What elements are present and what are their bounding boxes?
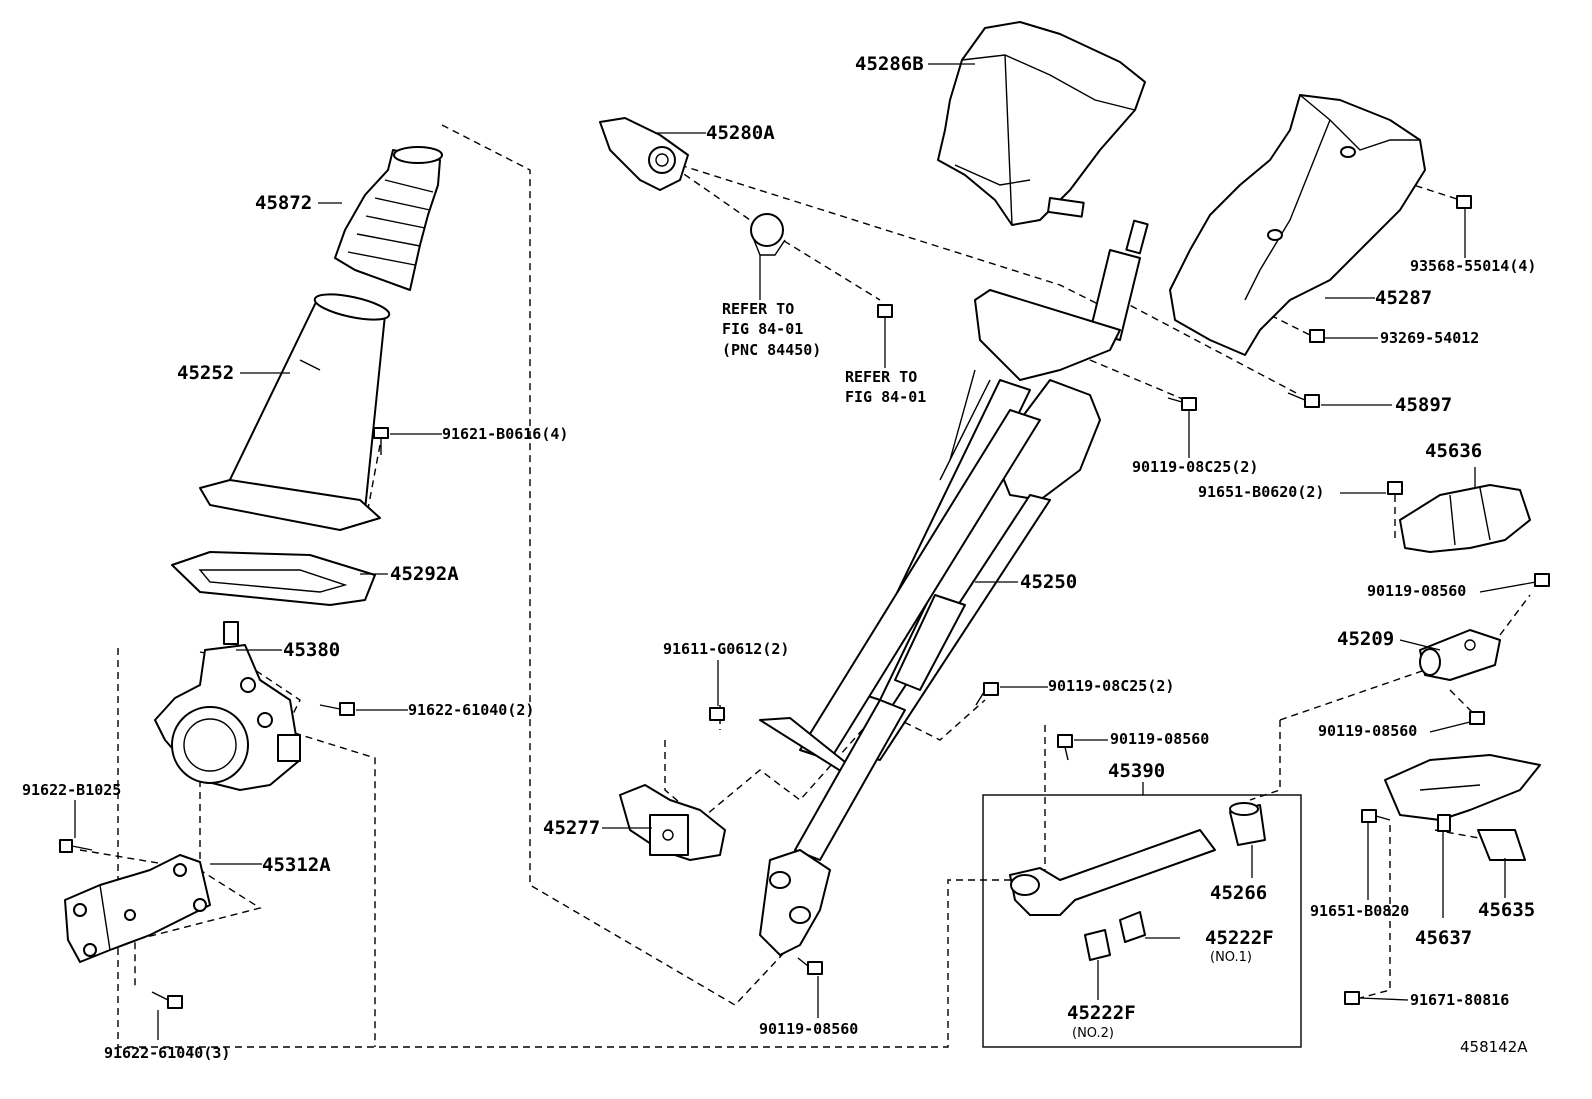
refer-note-2-line1: REFER TO — [845, 368, 918, 386]
upper-column-cover-45286b — [937, 21, 1146, 226]
lower-guard-45637 — [1384, 754, 1541, 832]
bolt-90119-08560-a — [1057, 734, 1073, 761]
clip-45635 — [1477, 829, 1526, 861]
callout-91622-61040-2: 91622-61040(2) — [408, 701, 535, 719]
bolt-90119-08c25-a — [1167, 397, 1197, 411]
callout-45636: 45636 — [1425, 440, 1483, 462]
bolts — [59, 195, 1550, 1009]
bolt-91651-b0820 — [1361, 809, 1391, 823]
callout-45252: 45252 — [177, 362, 235, 384]
callout-45872: 45872 — [255, 192, 313, 214]
bolt-91651-b0620 — [1387, 481, 1403, 495]
callout-45635: 45635 — [1478, 899, 1536, 921]
switch-45280a — [599, 117, 689, 191]
seal-45292a — [171, 551, 376, 606]
bolt-91622-61040-2 — [319, 702, 355, 716]
intermediate-shaft-box-45390 — [982, 794, 1302, 1048]
steering-column-45250 — [759, 219, 1149, 956]
bolt-91622-61040-3 — [151, 991, 183, 1009]
cover-45636 — [1399, 484, 1531, 553]
refer-note-1-line2: FIG 84-01 — [722, 320, 804, 338]
bolt-93568-55014 — [1456, 195, 1472, 209]
bolt-90119-08560-d — [1469, 711, 1485, 725]
callout-45637: 45637 — [1415, 927, 1473, 949]
callout-90119-08560-a: 90119-08560 — [1110, 730, 1210, 748]
callout-45222f-no1-note: (NO.1) — [1210, 950, 1252, 965]
callout-45292a: 45292A — [390, 563, 459, 585]
leader-lines — [74, 63, 1537, 1040]
callout-45209: 45209 — [1337, 628, 1395, 650]
callout-90119-08560-b: 90119-08560 — [759, 1020, 859, 1038]
bolt-90119-08560-c — [1534, 573, 1550, 587]
bracket-45277 — [619, 784, 726, 861]
callout-91622-61040-3: 91622-61040(3) — [104, 1044, 231, 1062]
callout-91651-b0820: 91651-B0820 — [1310, 902, 1410, 920]
callout-93568-55014: 93568-55014(4) — [1410, 257, 1537, 275]
motor-45380 — [154, 621, 301, 791]
callout-91621-b0616: 91621-B0616(4) — [442, 425, 569, 443]
bolt-91671-80816 — [1344, 991, 1360, 1005]
bolt-91611-g0612 — [709, 707, 725, 721]
hole-cover-45252 — [199, 293, 391, 531]
diagram-id: 458142A — [1460, 1038, 1528, 1056]
bolt-91622-b1025 — [59, 839, 93, 853]
bolt-90119-08c25-b — [975, 682, 999, 706]
bolt-refer-84-01 — [877, 304, 893, 318]
callout-91611-g0612: 91611-G0612(2) — [663, 640, 790, 658]
refer-note-2-line2: FIG 84-01 — [845, 388, 927, 406]
callout-91651-b0620: 91651-B0620(2) — [1198, 483, 1325, 501]
callout-45222f-no2: 45222F — [1067, 1002, 1136, 1024]
callout-45222f-no2-note: (NO.2) — [1072, 1026, 1114, 1041]
refer-note-1-line3: (PNC 84450) — [722, 341, 822, 359]
callout-90119-08560-c: 90119-08560 — [1367, 582, 1467, 600]
callout-45222f-no1: 45222F — [1205, 927, 1274, 949]
bolt-93269-54012 — [1309, 329, 1325, 343]
assembly-guide-lines — [79, 124, 1531, 1048]
bolt-90119-08560-b — [797, 957, 823, 975]
callout-93269-54012: 93269-54012 — [1380, 329, 1480, 347]
callout-90119-08c25-b: 90119-08C25(2) — [1048, 677, 1175, 695]
callout-45266: 45266 — [1210, 882, 1268, 904]
joint-45209 — [1419, 629, 1501, 681]
dust-boot-45872 — [334, 146, 443, 291]
callout-45380: 45380 — [283, 639, 341, 661]
callout-45250: 45250 — [1020, 571, 1078, 593]
callout-45277: 45277 — [543, 817, 601, 839]
callout-90119-08c25-a: 90119-08C25(2) — [1132, 458, 1259, 476]
bolt-45897 — [1287, 392, 1320, 408]
callout-45287: 45287 — [1375, 287, 1433, 309]
callout-45897: 45897 — [1395, 394, 1453, 416]
callout-91622-b1025: 91622-B1025 — [22, 781, 122, 799]
bolt-91621-b0616 — [373, 427, 389, 455]
clip-refer-84450 — [750, 213, 786, 256]
bracket-45312a — [64, 854, 211, 963]
callout-45390: 45390 — [1108, 760, 1166, 782]
refer-note-1-line1: REFER TO — [722, 300, 795, 318]
callout-45286b: 45286B — [855, 53, 924, 75]
callout-90119-08560-d: 90119-08560 — [1318, 722, 1418, 740]
callout-45312a: 45312A — [262, 854, 331, 876]
callout-45280a: 45280A — [706, 122, 775, 144]
lower-column-cover-45287 — [1169, 94, 1426, 356]
callout-91671-80816: 91671-80816 — [1410, 991, 1510, 1009]
